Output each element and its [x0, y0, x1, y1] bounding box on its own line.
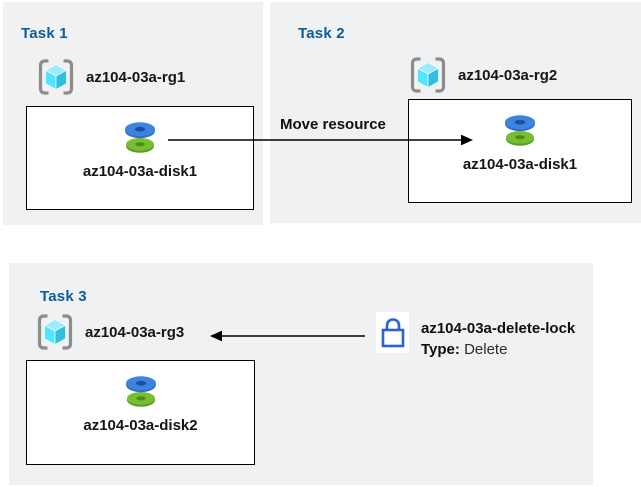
disk-icon [505, 115, 535, 146]
task2-resource-group: az104-03a-rg2 [408, 55, 557, 95]
task1-resource-group: az104-03a-rg1 [36, 57, 185, 97]
lock-name: az104-03a-delete-lock [421, 320, 576, 337]
lock-text: az104-03a-delete-lock Type: Delete [421, 312, 575, 360]
task1-title: Task 1 [21, 25, 68, 43]
delete-lock-card: az104-03a-delete-lock Type: Delete [376, 312, 575, 360]
task3-disk-box: az104-03a-disk2 [26, 360, 255, 465]
task2-panel: Task 2 az104-03a-rg2 az104-03a-disk1 [270, 2, 641, 223]
task2-disk-label: az104-03a-disk1 [462, 156, 578, 173]
lock-chip [376, 312, 409, 353]
disk-icon [125, 122, 155, 153]
task3-resource-group: az104-03a-rg3 [35, 312, 184, 352]
resource-group-icon [38, 59, 74, 95]
move-resource-label: Move resource [280, 116, 386, 133]
lock-icon [381, 317, 404, 347]
disk-icon [125, 376, 156, 407]
lock-type: Type: Delete [421, 339, 575, 360]
lock-type-label: Type: [421, 341, 460, 358]
task3-title: Task 3 [40, 288, 87, 306]
task1-disk-box: az104-03a-disk1 [26, 106, 254, 210]
task1-disk-label: az104-03a-disk1 [82, 163, 198, 180]
task1-panel: Task 1 az104-03a-rg1 az104-03a-disk1 [3, 2, 263, 225]
task1-rg-label: az104-03a-rg1 [86, 68, 186, 86]
lock-type-value: Delete [464, 341, 508, 358]
task2-disk-box: az104-03a-disk1 [408, 99, 632, 203]
task3-disk-label: az104-03a-disk2 [83, 417, 198, 434]
task2-rg-label: az104-03a-rg2 [458, 66, 558, 84]
resource-group-icon [410, 57, 446, 93]
task3-panel: Task 3 az104-03a-rg3 az104-03a-disk2 [9, 263, 593, 485]
resource-group-icon [37, 314, 73, 350]
task2-title: Task 2 [298, 25, 345, 43]
task3-rg-label: az104-03a-rg3 [85, 323, 185, 341]
